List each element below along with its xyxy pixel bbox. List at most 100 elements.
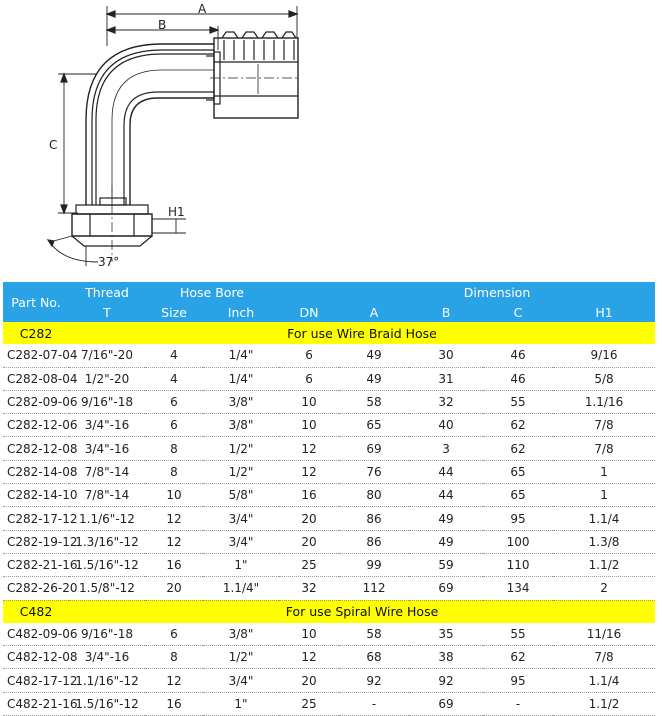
cell-dim-a: 99 [339,553,410,578]
cell-inch: 1/2" [203,436,280,461]
cell-dim-c: 65 [483,483,554,508]
cell-part-no: C282-14-08 [3,460,77,485]
cell-part-no: C282-19-12 [3,530,77,554]
cell-dim-c: 55 [483,622,554,647]
cell-inch: 3/4" [203,668,280,693]
cell-dim-h1: 7/8 [553,436,656,461]
cell-dn: 12 [279,460,340,485]
cell-dim-b: 35 [409,622,484,647]
cell-thread: 7/8"-14 [69,483,145,508]
cell-dim-a: 92 [339,668,410,693]
cell-dn: 10 [279,390,340,415]
cell-dn: 25 [279,692,340,716]
cell-dn: 10 [279,622,340,647]
cell-thread: 1.5/16"-12 [69,692,145,716]
cell-dim-a: 76 [339,460,410,485]
cell-size: 4 [145,344,203,368]
cell-dim-a: 49 [339,367,410,391]
cell-size: 8 [145,436,203,461]
cell-dim-a: 112 [339,576,410,601]
cell-dim-c: 95 [483,506,554,531]
cell-dim-a: 69 [339,436,410,461]
series-description: For use Spiral Wire Hose [69,600,656,623]
dim-label-h1: H1 [168,205,185,219]
cell-dim-b: 69 [409,692,484,716]
cell-dim-h1: 1.3/8 [553,530,656,554]
cell-dim-c: 110 [483,553,554,578]
cell-dim-h1: 1.1/2 [553,553,656,578]
cell-dim-b: 38 [409,645,484,670]
cell-dim-c: 62 [483,413,554,438]
cell-dim-a: 68 [339,645,410,670]
cell-dim-c: 100 [483,530,554,554]
cell-dn: 20 [279,668,340,693]
cell-inch: 1/4" [203,367,280,391]
cell-dim-c: 46 [483,344,554,368]
cell-dim-h1: 9/16 [553,344,656,368]
cell-inch: 3/8" [203,622,280,647]
cell-part-no: C282-07-04 [3,344,77,368]
cell-dn: 10 [279,413,340,438]
cell-dim-b: 59 [409,553,484,578]
header-thread-t: T [69,302,145,322]
cell-part-no: C282-08-04 [3,367,77,391]
cell-dim-c: 134 [483,576,554,601]
cell-dim-c: 65 [483,460,554,485]
fitting-drawing: A B C H1 37° [0,0,662,280]
cell-dim-h1: 1 [553,483,656,508]
cell-dn: 6 [279,367,340,391]
cell-inch: 3/8" [203,413,280,438]
series-code: C282 [3,322,69,345]
cell-dn: 32 [279,576,340,601]
cell-dim-c: 55 [483,390,554,415]
cell-size: 6 [145,390,203,415]
cell-dim-b: 69 [409,576,484,601]
cell-inch: 1" [203,692,280,716]
header-part-no: Part No. [3,282,69,322]
cell-dim-b: 49 [409,506,484,531]
cell-dim-c: 62 [483,645,554,670]
cell-thread: 3/4"-16 [69,436,145,461]
cell-thread: 1/2"-20 [69,367,145,391]
cell-inch: 1/4" [203,344,280,368]
cell-inch: 1.1/4" [203,576,280,601]
cell-thread: 1.1/16"-12 [69,668,145,693]
cell-part-no: C482-12-08 [3,645,77,670]
header-thread: Thread [69,282,145,302]
cell-inch: 5/8" [203,483,280,508]
cell-inch: 1/2" [203,460,280,485]
cell-thread: 1.1/6"-12 [69,506,145,531]
cell-size: 6 [145,413,203,438]
series-code: C482 [3,600,69,623]
cell-size: 6 [145,622,203,647]
cell-dim-a: 58 [339,622,410,647]
header-dn: DN [279,302,340,322]
header-hose-bore: Hose Bore [145,282,280,302]
cell-size: 4 [145,367,203,391]
cell-inch: 1" [203,553,280,578]
cell-part-no: C282-12-08 [3,436,77,461]
cell-size: 20 [145,576,203,601]
cell-dim-h1: 1.1/16 [553,390,656,415]
cell-thread: 7/16"-20 [69,344,145,368]
cell-thread: 9/16"-18 [69,622,145,647]
dim-label-b: B [158,18,166,32]
cell-dim-h1: 1.1/4 [553,506,656,531]
cell-part-no: C482-17-12 [3,668,77,693]
cell-dim-b: 49 [409,530,484,554]
cell-dim-a: 65 [339,413,410,438]
cell-thread: 1.3/16"-12 [69,530,145,554]
cell-dim-a: 80 [339,483,410,508]
cell-inch: 1/2" [203,645,280,670]
cell-dn: 12 [279,645,340,670]
cell-thread: 3/4"-16 [69,645,145,670]
cell-dn: 25 [279,553,340,578]
